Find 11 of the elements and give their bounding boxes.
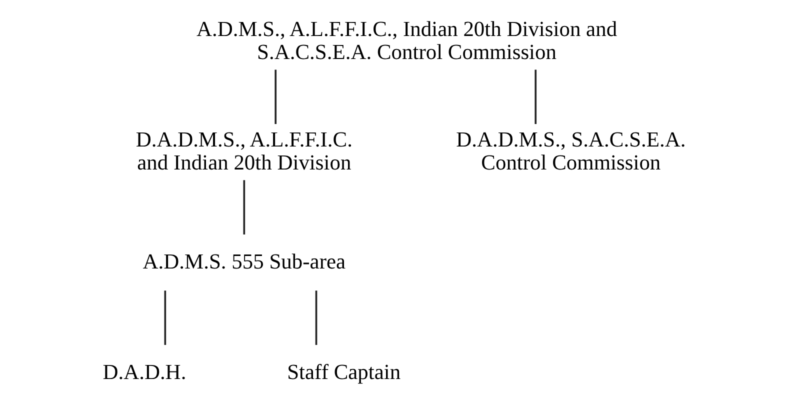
connector [164,290,166,345]
node-text: D.A.D.M.S., A.L.F.F.I.C. and Indian 20th Division [135,127,352,174]
connector [242,180,245,234]
node-text: A.D.M.S., A.L.F.F.I.C., Indian 20th Division and S.A.C.S.E.A. Control Commission [196,17,617,64]
connector [534,70,536,124]
node-text: A.D.M.S. 555 Sub-area [142,249,346,274]
node-text: D.A.D.M.S., S.A.C.S.E.A. Control Commission [456,127,686,174]
connector [274,70,276,124]
node-text: Staff Captain [286,360,400,384]
connector [314,290,317,345]
node-text: D.A.D.H. [102,360,186,384]
